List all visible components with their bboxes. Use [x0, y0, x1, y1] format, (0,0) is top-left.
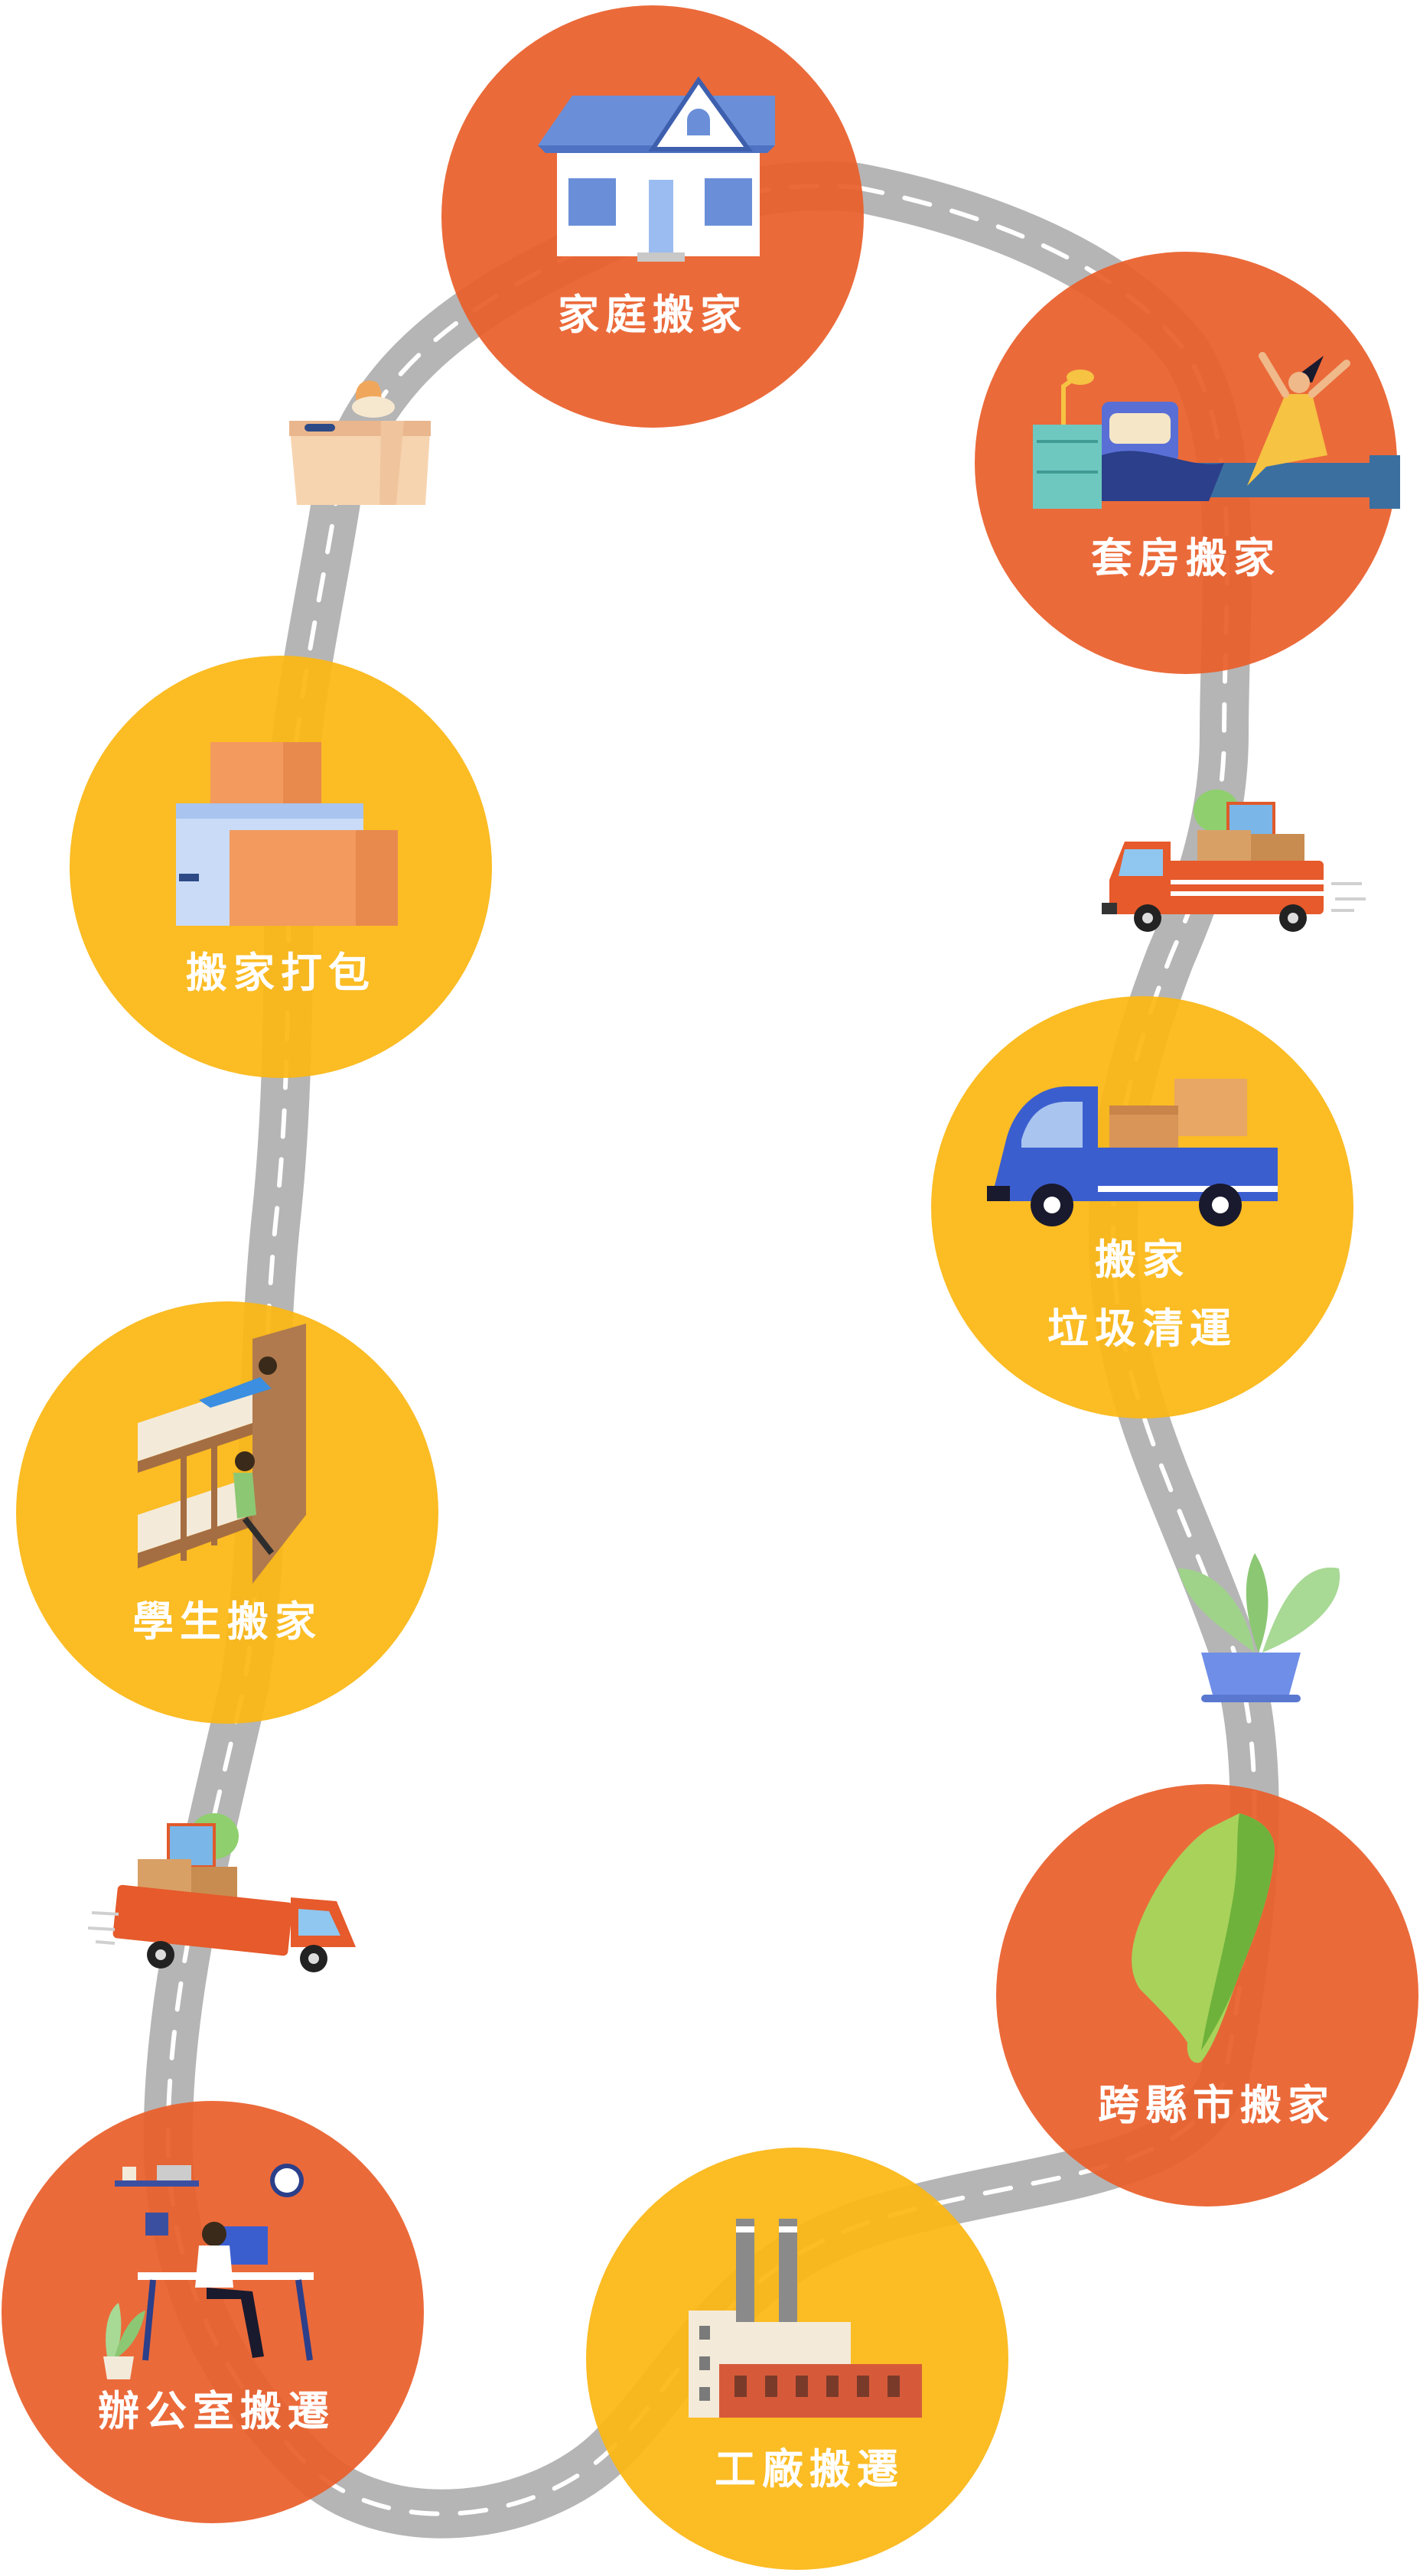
service-label: 工廠搬遷	[715, 2445, 904, 2493]
service-label: 跨縣市搬家	[1098, 2081, 1335, 2129]
potted-plant-icon	[1178, 1553, 1340, 1702]
service-circle-office[interactable]: 辦公室搬遷	[2, 2101, 424, 2523]
office-desk-icon	[103, 2164, 314, 2379]
house-icon	[538, 76, 775, 262]
road-center-line	[165, 183, 1257, 2516]
service-label: 學生搬家	[132, 1597, 322, 1646]
moving-truck-icon	[1102, 790, 1366, 932]
service-circle-student[interactable]: 學生搬家	[16, 1301, 438, 1724]
bunk-bed-icon	[138, 1324, 306, 1584]
service-label: 辦公室搬遷	[98, 2387, 335, 2435]
service-label: 套房搬家	[1091, 534, 1281, 582]
factory-icon	[689, 2219, 922, 2418]
taiwan-map-icon	[1132, 1813, 1275, 2063]
service-circle-suite[interactable]: 套房搬家	[975, 252, 1400, 674]
blue-truck-icon	[987, 1079, 1278, 1226]
boxes-icon	[176, 742, 398, 926]
service-circle-junk-removal[interactable]: 搬家 垃圾清運	[931, 996, 1353, 1418]
service-circle-packing[interactable]: 搬家打包	[70, 656, 492, 1078]
moving-truck-icon	[87, 1813, 356, 1972]
service-circle-factory[interactable]: 工廠搬遷	[586, 2148, 1008, 2570]
service-label-line2: 垃圾清運	[1047, 1304, 1237, 1353]
service-label: 搬家	[1095, 1236, 1190, 1284]
moving-box-icon	[289, 380, 431, 505]
service-circle-home[interactable]: 家庭搬家	[441, 5, 864, 428]
service-label: 家庭搬家	[558, 291, 747, 339]
service-label: 搬家打包	[186, 949, 376, 997]
service-circle-cross-city[interactable]: 跨縣市搬家	[996, 1784, 1418, 2206]
bedroom-icon	[1033, 352, 1400, 509]
